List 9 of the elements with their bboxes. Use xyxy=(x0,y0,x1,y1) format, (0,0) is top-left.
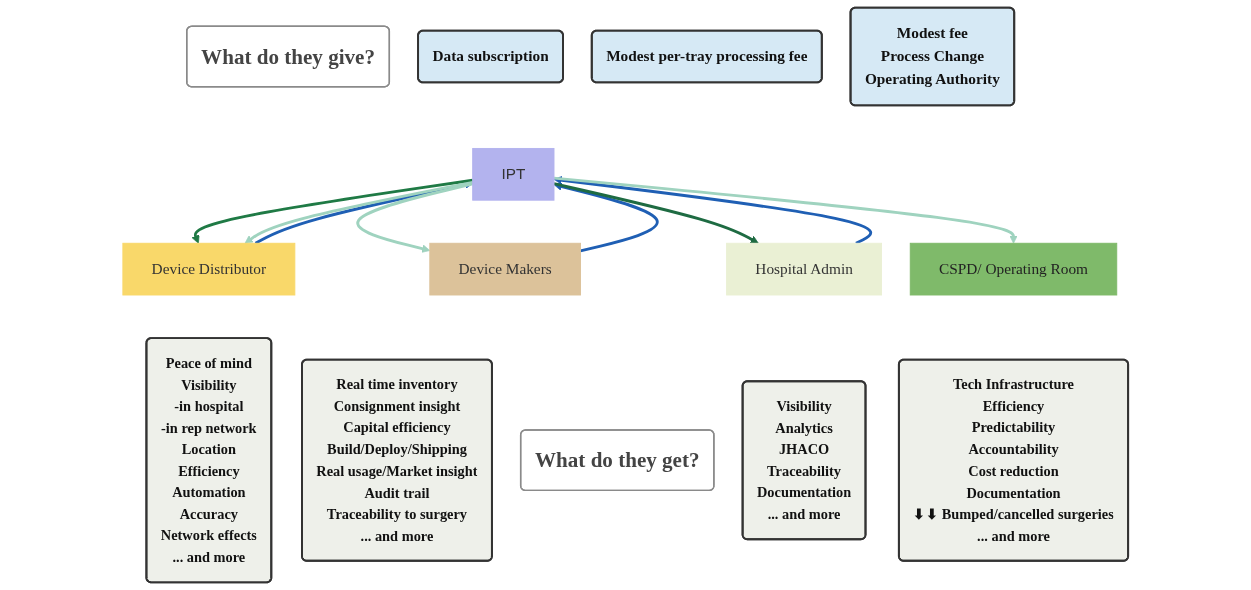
node-box: CSPD/ Operating Room xyxy=(909,242,1118,296)
node-box: Hospital Admin xyxy=(726,242,882,296)
arrow xyxy=(553,182,659,253)
arrow xyxy=(553,176,1018,244)
arrow xyxy=(553,182,759,244)
node-box: Device Distributor xyxy=(122,242,296,296)
node-box: IPT xyxy=(472,148,555,201)
node-box: Device Makers xyxy=(429,242,581,296)
arrow xyxy=(356,182,474,253)
